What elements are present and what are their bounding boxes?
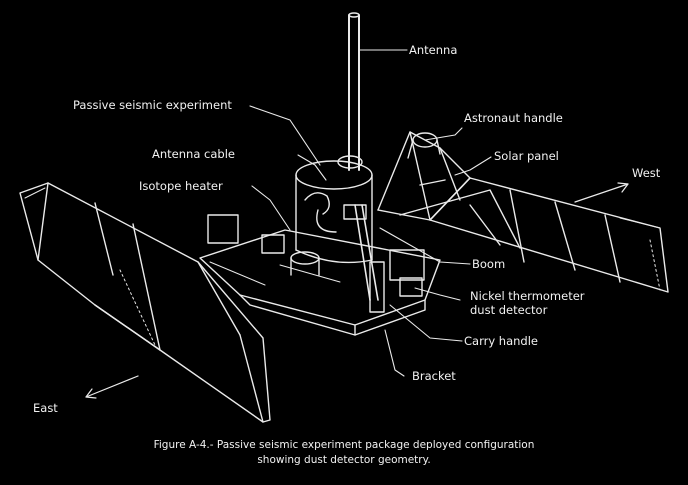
label-east: East <box>33 401 58 415</box>
label-west: West <box>632 166 661 180</box>
label-solar-panel: Solar panel <box>494 149 559 163</box>
seismometer-cylinder <box>290 160 373 276</box>
antenna-mast <box>337 12 363 171</box>
label-astronaut-handle: Astronaut handle <box>464 111 563 125</box>
central-station-body <box>199 214 441 336</box>
boom-and-bracket <box>343 204 385 313</box>
label-antenna: Antenna <box>409 43 458 57</box>
label-boom: Boom <box>472 257 506 271</box>
label-passive-seismic-experiment: Passive seismic experiment <box>73 98 232 112</box>
label-dust-detector: dust detector <box>470 303 548 317</box>
label-bracket: Bracket <box>412 369 456 383</box>
label-isotope-heater: Isotope heater <box>139 179 223 193</box>
west-solar-panel <box>429 177 669 293</box>
astronaut-handle-shape <box>407 132 441 159</box>
label-nickel-thermometer: Nickel thermometer <box>470 289 585 303</box>
figure-caption-line-1: Figure A-4.- Passive seismic experiment … <box>153 439 535 451</box>
direction-arrows <box>85 182 629 399</box>
label-carry-handle: Carry handle <box>464 334 538 348</box>
figure-caption-line-2: showing dust detector geometry. <box>257 454 431 466</box>
label-antenna-cable: Antenna cable <box>152 147 235 161</box>
east-solar-panel <box>19 182 271 423</box>
leader-lines <box>249 49 492 377</box>
